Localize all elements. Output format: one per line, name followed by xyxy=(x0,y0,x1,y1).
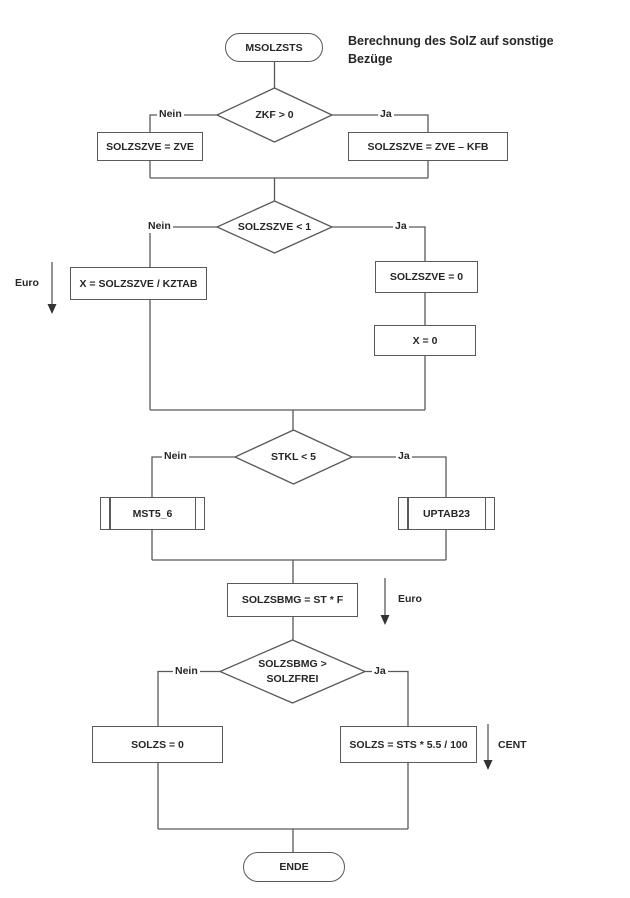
cent-arrow-head xyxy=(483,760,493,770)
predef-bar-right xyxy=(194,497,196,530)
connector-d2-ja xyxy=(332,226,426,262)
connector-merge2 xyxy=(150,409,425,431)
euro-annotation-right: Euro xyxy=(398,593,422,605)
decision-zkf-shape xyxy=(215,87,334,143)
subroutine-mst5-6-label: MST5_6 xyxy=(132,507,173,520)
connector-d4-ja xyxy=(365,670,409,727)
decision-solzszve-shape xyxy=(215,200,334,254)
connector-d3-nein xyxy=(151,456,235,498)
process-solzs-0: SOLZS = 0 xyxy=(92,726,223,763)
end-terminal: ENDE xyxy=(243,852,345,882)
euro-arrow-right-head xyxy=(380,615,390,625)
predef-bar-left xyxy=(109,497,111,530)
branch-label-nein-4: Nein xyxy=(173,665,200,678)
process-solzsbmg-st-f: SOLZSBMG = ST * F xyxy=(227,583,358,617)
subroutine-mst5-6: MST5_6 xyxy=(100,497,205,530)
connector-d2-nein xyxy=(149,226,217,268)
predef-bar-right xyxy=(484,497,486,530)
connector-d3-ja xyxy=(352,456,447,498)
branch-label-nein-2: Nein xyxy=(146,220,173,233)
branch-label-ja-4: Ja xyxy=(372,665,388,678)
process-solzszve-zve-kfb: SOLZSZVE = ZVE – KFB xyxy=(348,132,508,161)
branch-label-ja-2: Ja xyxy=(393,220,409,233)
branch-label-ja-3: Ja xyxy=(396,450,412,463)
branch-label-ja-1: Ja xyxy=(378,108,394,121)
process-solzszve-0: SOLZSZVE = 0 xyxy=(375,261,478,293)
predef-bar-left xyxy=(407,497,409,530)
process-x-0: X = 0 xyxy=(374,325,476,356)
decision-solzsbmg-shape xyxy=(218,639,367,704)
process-x-solzszve-kztab: X = SOLZSZVE / KZTAB xyxy=(70,267,207,300)
branch-label-nein-1: Nein xyxy=(157,108,184,121)
chart-title: Berechnung des SolZ auf sonstige Bezüge xyxy=(348,34,554,66)
connector-d1-nein xyxy=(149,114,217,133)
connector-d1-ja xyxy=(332,114,429,133)
euro-annotation-left: Euro xyxy=(15,277,39,289)
connector-d4-nein xyxy=(157,670,220,727)
process-solzszve-zve: SOLZSZVE = ZVE xyxy=(97,132,203,161)
process-solzs-sts: SOLZS = STS * 5.5 / 100 xyxy=(340,726,477,763)
connector-merge3 xyxy=(151,529,447,584)
decision-stkl-shape xyxy=(233,429,354,485)
connector-merge1 xyxy=(149,160,429,202)
connector-merge4 xyxy=(157,762,409,853)
subroutine-uptab23: UPTAB23 xyxy=(398,497,495,530)
cent-annotation: CENT xyxy=(498,739,527,751)
branch-label-nein-3: Nein xyxy=(162,450,189,463)
start-terminal: MSOLZSTS xyxy=(225,33,323,62)
euro-arrow-left-head xyxy=(47,304,57,314)
subroutine-uptab23-label: UPTAB23 xyxy=(422,507,471,520)
